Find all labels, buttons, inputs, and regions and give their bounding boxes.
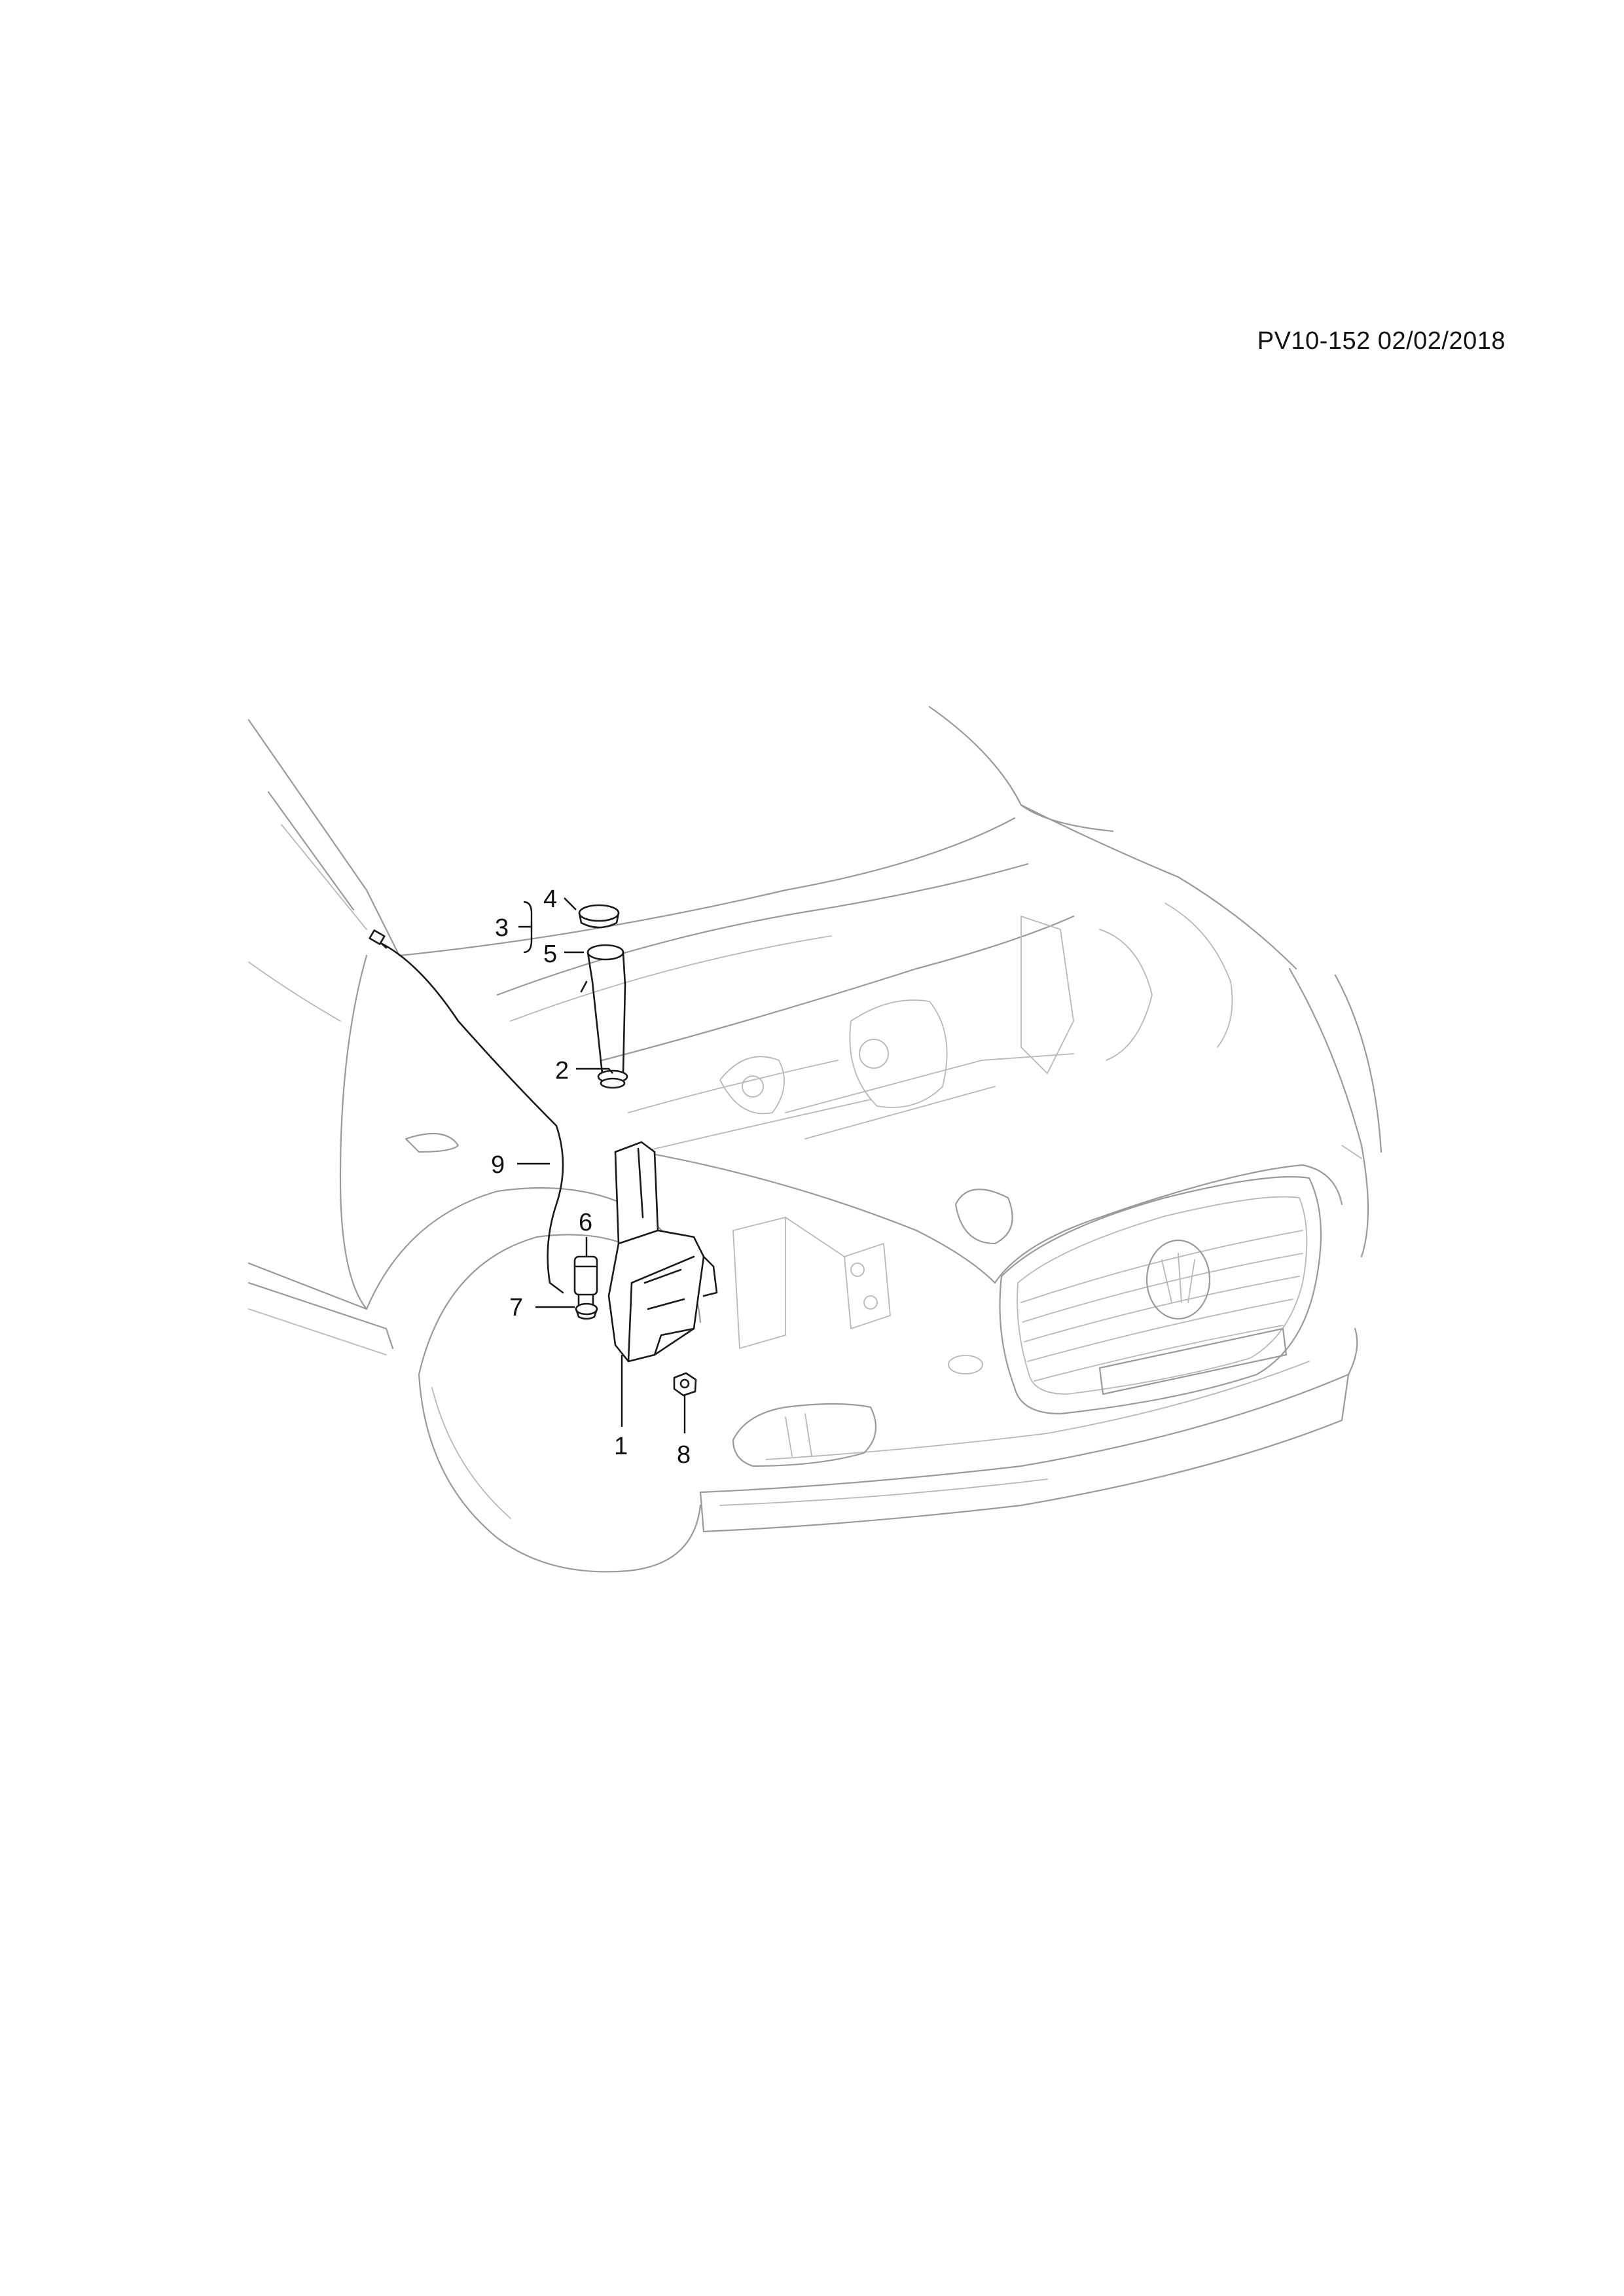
pump-grommet — [575, 1302, 598, 1320]
filler-cap — [578, 904, 620, 929]
callout-3: 3 — [495, 914, 509, 942]
callout-6: 6 — [579, 1209, 592, 1236]
callout-4: 4 — [543, 886, 557, 913]
callout-7: 7 — [509, 1294, 523, 1321]
callout-9: 9 — [491, 1151, 505, 1179]
washer-hose — [378, 941, 564, 1284]
car-body-outline — [247, 706, 1382, 1573]
callout-labels: 1 2 3 4 5 6 7 8 9 — [491, 886, 691, 1469]
filler-neck-seal — [597, 1069, 628, 1089]
callout-2: 2 — [555, 1057, 569, 1085]
callout-leader-lines — [517, 897, 686, 1433]
washer-system-parts — [369, 904, 718, 1397]
diagram-reference-code: PV10-152 02/02/2018 — [1257, 327, 1506, 355]
washer-pump — [573, 1255, 598, 1307]
callout-5: 5 — [543, 941, 557, 968]
callout-8: 8 — [677, 1441, 691, 1469]
callout-1: 1 — [614, 1433, 628, 1460]
filler-neck — [580, 944, 626, 1078]
washer-reservoir — [607, 1141, 718, 1363]
reservoir-nut — [673, 1372, 697, 1397]
